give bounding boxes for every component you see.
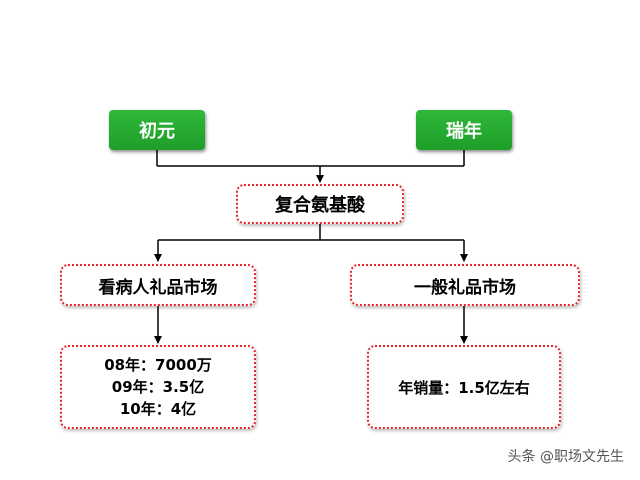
sales-line: 10年：4亿 xyxy=(119,400,197,418)
node-kanbing-label: 看病人礼品市场 xyxy=(98,277,218,298)
node-kanbing: 看病人礼品市场 xyxy=(60,264,256,306)
node-ruinian-label: 瑞年 xyxy=(446,121,482,142)
sales-line: 09年：3.5亿 xyxy=(111,378,205,396)
sales-line: 08年：7000万 xyxy=(104,356,212,374)
node-yiban-sales: 年销量：1.5亿左右 xyxy=(367,345,561,429)
node-fuhe: 复合氨基酸 xyxy=(236,184,404,224)
node-yiban-sales-label: 年销量：1.5亿左右 xyxy=(398,378,530,397)
node-chuyuan-label: 初元 xyxy=(139,121,175,142)
watermark: 头条 @职场文先生 xyxy=(507,449,624,465)
node-chuyuan: 初元 xyxy=(109,110,205,150)
node-yiban-label: 一般礼品市场 xyxy=(414,277,516,298)
node-yiban: 一般礼品市场 xyxy=(350,264,580,306)
node-fuhe-label: 复合氨基酸 xyxy=(275,195,365,216)
node-ruinian: 瑞年 xyxy=(416,110,512,150)
node-kanbing-sales: 08年：7000万 09年：3.5亿 10年：4亿 xyxy=(60,345,256,429)
